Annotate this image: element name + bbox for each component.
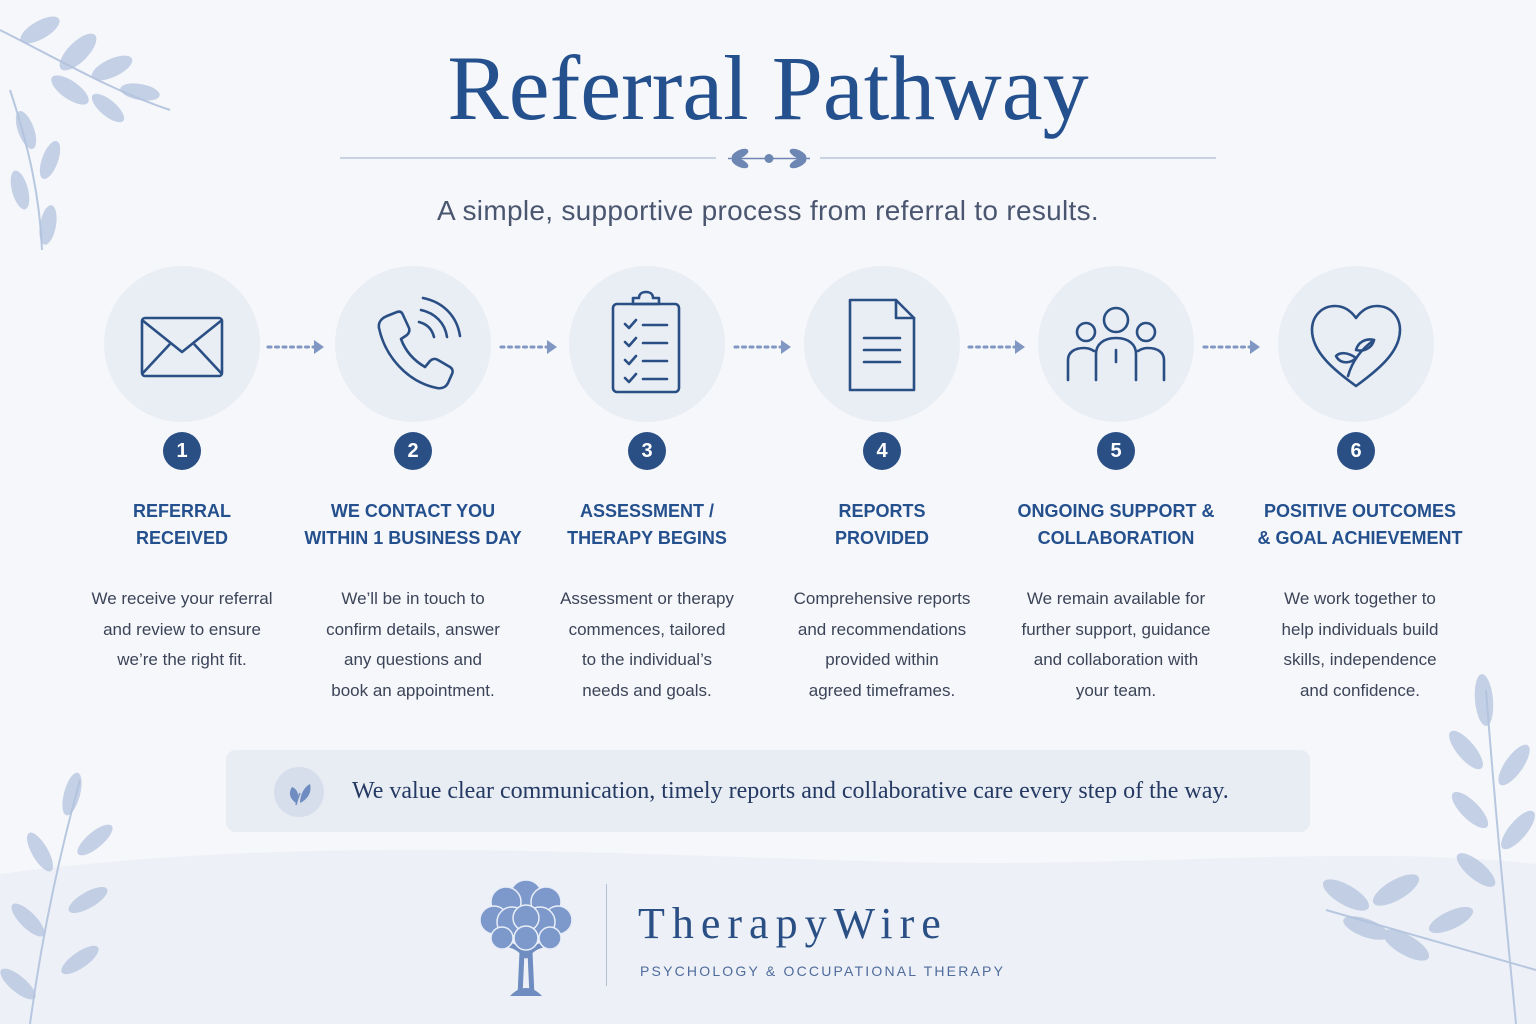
step-2-desc-line-3: any questions and (344, 650, 482, 669)
step-6-title-line-1: Positive outcomes (1263, 501, 1457, 521)
step-5-title-line-1: Ongoing support & (1017, 501, 1215, 521)
step-6-desc-line-3: skills, independence (1283, 650, 1437, 669)
step-1-desc-line-3: we’re the right fit. (117, 650, 247, 669)
step-5-title: Ongoing support & collaboration (1000, 498, 1232, 552)
step-1-desc-line-2: and review to ensure (103, 619, 261, 639)
page-subtitle: A simple, supportive process from referr… (437, 195, 1099, 226)
step-3-desc-line-3: to the individual’s (581, 650, 713, 669)
title-divider (340, 148, 1216, 169)
banner-text: We value clear communication, timely rep… (352, 778, 1229, 804)
arrow-right-icon (967, 340, 1025, 354)
decorative-leaves-bottom-left-icon (0, 772, 113, 1024)
step-4-desc-line-2: and recommendations (797, 619, 967, 639)
step-2-icon-circle (335, 266, 491, 422)
background-wave (0, 849, 1536, 1024)
step-1-desc-line-1: We receive your referral (91, 589, 273, 608)
step-3-icon-circle (569, 266, 725, 422)
step-3-number-badge: 3 (628, 432, 666, 470)
step-1-title: Referral Received (66, 498, 298, 552)
step-2-description: We’ll be in touch to confirm details, an… (297, 584, 529, 706)
step-6-title: Positive outcomes & goal achievement (1234, 498, 1486, 552)
phone-icon (377, 296, 462, 390)
heart-sprout-icon (1310, 304, 1402, 388)
step-2-title: We contact you within 1 business day (297, 498, 529, 552)
step-4-desc-line-1: Comprehensive reports (793, 589, 971, 608)
step-2-title-line-2: within 1 business day (304, 528, 522, 548)
step-6-desc-line-4: and confidence. (1299, 680, 1421, 700)
step-6-title-line-2: & goal achievement (1257, 528, 1463, 548)
step-5-desc-line-4: your team. (1075, 680, 1157, 700)
step-1-number-badge: 1 (163, 432, 201, 470)
step-1-description: We receive your referral and review to e… (66, 584, 298, 676)
step-2-desc-line-4: book an appointment. (331, 680, 495, 700)
step-5-desc-line-1: We remain available for (1026, 589, 1206, 608)
step-1-icon-circle (104, 266, 260, 422)
values-banner: We value clear communication, timely rep… (226, 750, 1310, 832)
step-4-title-line-1: Reports (838, 501, 926, 521)
step-6-number-badge: 6 (1337, 432, 1375, 470)
document-icon (848, 298, 916, 392)
step-3-desc-line-2: commences, tailored (568, 619, 726, 639)
arrow-right-icon (499, 340, 557, 354)
step-2-title-line-1: We contact you (330, 501, 496, 521)
decorative-leaves-top-left-icon (0, 16, 171, 251)
step-4-description: Comprehensive reports and recommendation… (766, 584, 998, 706)
step-5-icon-circle (1038, 266, 1194, 422)
step-3-title-line-2: Therapy begins (567, 528, 727, 548)
step-4-title: Reports Provided (766, 498, 998, 552)
step-3-description: Assessment or therapy commences, tailore… (531, 584, 763, 706)
step-6-desc-line-2: help individuals build (1281, 619, 1439, 639)
step-5-number-badge: 5 (1097, 432, 1135, 470)
logo-separator (606, 884, 607, 986)
page-title: Referral Pathway (447, 37, 1089, 139)
step-5-title-line-2: collaboration (1037, 528, 1195, 548)
step-1-title-line-2: Received (135, 528, 229, 548)
step-3-desc-line-1: Assessment or therapy (560, 589, 734, 608)
step-6-desc-line-1: We work together to (1284, 589, 1436, 608)
team-people-icon (1066, 306, 1166, 382)
arrow-right-icon (1202, 340, 1260, 354)
leaf-icon (289, 784, 311, 806)
step-4-number-badge: 4 (863, 432, 901, 470)
banner-leaf-badge (274, 767, 324, 817)
step-1-title-line-1: Referral (133, 501, 231, 521)
step-6-icon-circle (1278, 266, 1434, 422)
step-4-desc-line-4: agreed timeframes. (808, 680, 956, 700)
decorative-leaves-bottom-right-icon (1322, 674, 1536, 1024)
step-6-description: We work together to help individuals bui… (1244, 584, 1476, 706)
brand-name: TherapyWire (638, 899, 948, 948)
step-4-desc-line-3: provided within (825, 650, 939, 669)
brain-tree-icon (479, 879, 573, 996)
step-4-icon-circle (804, 266, 960, 422)
step-3-title: Assessment / Therapy begins (531, 498, 763, 552)
step-3-title-line-1: Assessment / (579, 501, 715, 521)
step-5-desc-line-2: further support, guidance (1021, 619, 1211, 639)
step-5-desc-line-3: and collaboration with (1033, 650, 1199, 669)
step-2-desc-line-2: confirm details, answer (326, 619, 500, 639)
step-2-desc-line-1: We’ll be in touch to (341, 589, 485, 608)
brand-tagline: PSYCHOLOGY & OCCUPATIONAL THERAPY (640, 963, 1006, 979)
step-2-number-badge: 2 (394, 432, 432, 470)
envelope-icon (140, 316, 224, 378)
arrow-right-icon (733, 340, 791, 354)
step-3-desc-line-4: needs and goals. (582, 680, 712, 700)
step-5-description: We remain available for further support,… (1000, 584, 1232, 706)
arrow-right-icon (266, 340, 324, 354)
clipboard-checklist-icon (611, 290, 681, 394)
step-4-title-line-2: Provided (834, 528, 930, 548)
